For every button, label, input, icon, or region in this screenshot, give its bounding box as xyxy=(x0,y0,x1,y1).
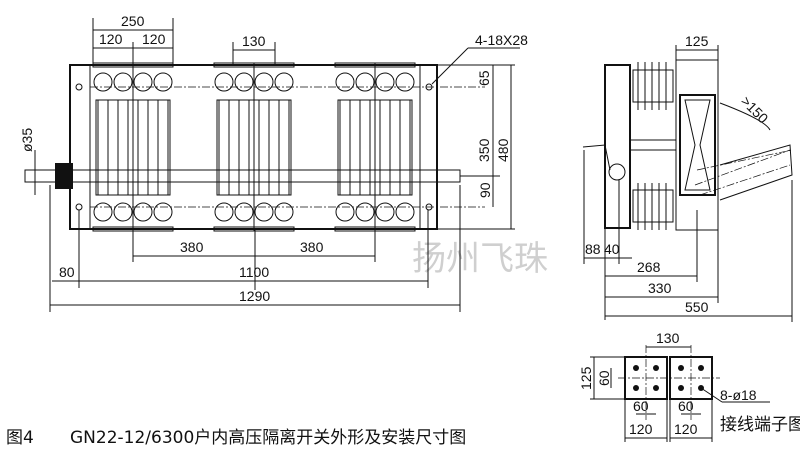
mounting-hole xyxy=(75,83,83,91)
terminal-holes xyxy=(633,365,704,391)
pole-group xyxy=(92,62,174,232)
dim-120-left: 120 xyxy=(99,31,123,47)
terminal-dim-120-left: 120 xyxy=(629,421,653,437)
dim-150: >150 xyxy=(738,93,772,127)
hole-note: 4-18X28 xyxy=(475,32,528,48)
blade-housing xyxy=(679,94,716,196)
terminal-view: 130 125 60 8-ø18 60 60 120 120 接线端子图 xyxy=(578,330,800,442)
shaft-crank xyxy=(55,163,73,189)
terminal-dim-125: 125 xyxy=(578,366,594,390)
dim-550: 550 xyxy=(685,299,709,315)
terminal-dim-60-right: 60 xyxy=(678,398,694,414)
pole-group xyxy=(334,62,416,232)
terminal-view-title: 接线端子图 xyxy=(720,415,800,435)
dim-380-left: 380 xyxy=(180,239,204,255)
pole-groups xyxy=(92,62,416,232)
terminal-dim-60-vertical: 60 xyxy=(596,370,612,386)
terminal-hole-note: 8-ø18 xyxy=(720,387,757,403)
dim-40: 40 xyxy=(604,241,620,257)
dim-268: 268 xyxy=(637,259,661,275)
dim-1100: 1100 xyxy=(239,264,269,280)
dim-120-right: 120 xyxy=(142,31,166,47)
front-view: 250 120 120 130 4-18X28 65 350 480 90 ø3… xyxy=(19,13,528,312)
left-end-plate xyxy=(69,64,91,230)
dim-380-right: 380 xyxy=(300,239,324,255)
watermark: 扬州飞珠 xyxy=(412,239,548,279)
side-frame xyxy=(604,64,631,229)
dim-80: 80 xyxy=(59,264,75,280)
figure-number: 图4 xyxy=(6,428,34,448)
contact-assembly xyxy=(675,59,719,231)
terminal-dim-130: 130 xyxy=(656,330,680,346)
dim-1290: 1290 xyxy=(239,288,270,304)
dim-88: 88 xyxy=(585,241,601,257)
mounting-hole xyxy=(75,203,83,211)
side-view: >150 125 88 40 268 330 550 xyxy=(582,33,793,322)
pole-group xyxy=(213,62,295,232)
lower-insulator xyxy=(632,183,674,230)
dim-350: 350 xyxy=(476,138,492,162)
dim-480: 480 xyxy=(495,138,511,162)
terminal-dim-60-left: 60 xyxy=(633,398,649,414)
dim-90: 90 xyxy=(477,182,493,198)
drive-gear xyxy=(608,163,626,181)
dim-65: 65 xyxy=(476,70,492,86)
figure-title: GN22-12/6300户内高压隔离开关外形及安装尺寸图 xyxy=(70,428,466,448)
dim-330: 330 xyxy=(648,280,672,296)
upper-insulator xyxy=(632,62,674,110)
dim-130: 130 xyxy=(242,33,266,49)
dim-250: 250 xyxy=(121,13,145,29)
dim-125: 125 xyxy=(685,33,709,49)
dim-dia35: ø35 xyxy=(19,128,35,152)
terminal-dim-120-right: 120 xyxy=(674,421,698,437)
